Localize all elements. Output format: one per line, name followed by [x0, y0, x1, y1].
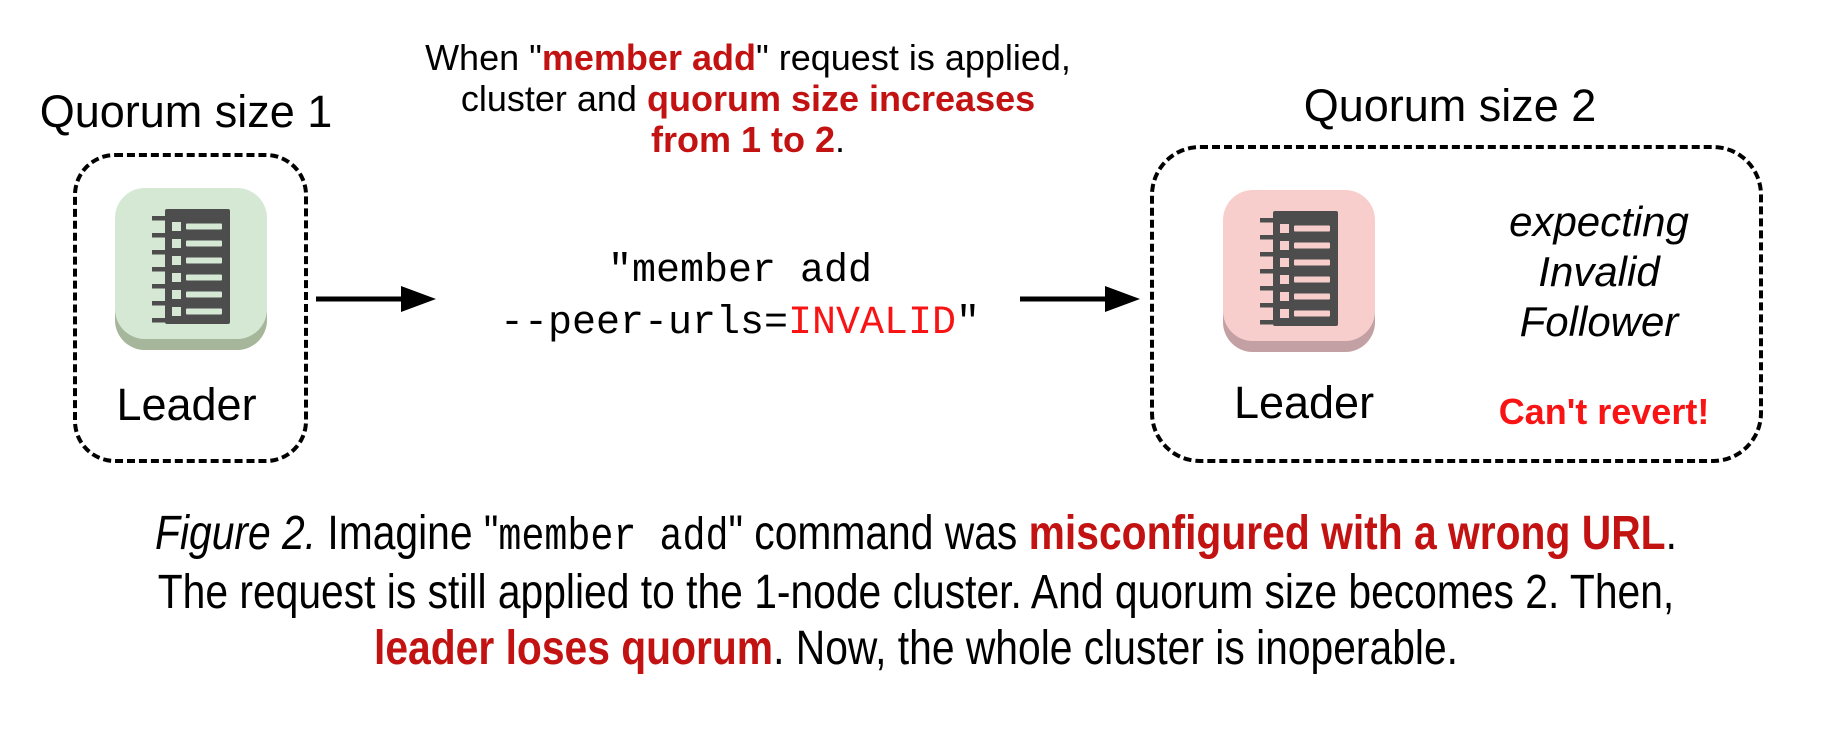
- command-line-1: "member add: [607, 249, 873, 294]
- note-line-3: from 1 to 2.: [650, 119, 846, 160]
- note-line-2: cluster and quorum size increases: [460, 78, 1036, 119]
- leader-node-icon-green: [115, 188, 267, 350]
- leader-node-icon-pink: [1223, 190, 1375, 352]
- log-list-icon: [152, 208, 230, 324]
- right-arrow-icon: [1020, 286, 1140, 312]
- expecting-follower-note: expecting Invalid Follower: [1509, 198, 1689, 345]
- leader-label: Leader: [1233, 377, 1375, 428]
- member-add-command: "member add --peer-urls=INVALID": [375, 246, 1105, 350]
- left-cluster-box: Leader: [73, 153, 308, 463]
- left-arrow-icon: [316, 286, 436, 312]
- right-cluster-box: Leader expecting Invalid Follower Can't …: [1150, 145, 1763, 463]
- figure-caption: Figure 2. Imagine "member add" command w…: [137, 506, 1694, 677]
- log-list-icon: [1260, 210, 1338, 326]
- caption-line-2: The request is still applied to the 1-no…: [157, 566, 1675, 619]
- caption-line-3: leader loses quorum. Now, the whole clus…: [374, 622, 1458, 675]
- member-add-note: When "member add" request is applied, cl…: [383, 37, 1113, 160]
- command-line-2: --peer-urls=INVALID": [499, 301, 981, 346]
- cant-revert-warning: Can't revert!: [1498, 391, 1710, 432]
- note-line-1: When "member add" request is applied,: [425, 37, 1071, 78]
- caption-line-1: Figure 2. Imagine "member add" command w…: [155, 507, 1677, 563]
- leader-label: Leader: [116, 379, 257, 430]
- right-quorum-title: Quorum size 2: [1303, 80, 1597, 131]
- left-quorum-title: Quorum size 1: [39, 86, 333, 137]
